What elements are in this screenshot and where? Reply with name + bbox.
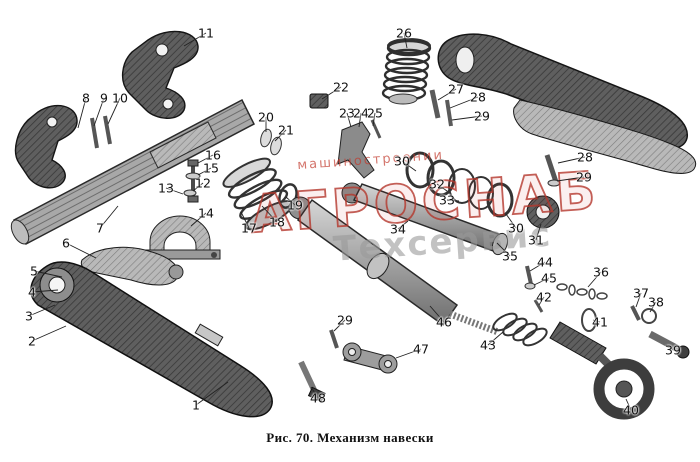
upper-pins <box>429 89 453 127</box>
right-small-parts <box>524 265 690 359</box>
mid-shaft <box>341 182 509 256</box>
top-spring <box>381 38 432 105</box>
lift-levers <box>437 33 697 174</box>
middle-spring <box>222 157 298 231</box>
right-pin-washer <box>544 154 561 187</box>
leader-lines <box>28 32 674 411</box>
lower-link <box>288 196 459 327</box>
link-and-bolts <box>298 329 398 403</box>
mounting-brackets <box>14 30 199 189</box>
lower-arm <box>30 246 273 418</box>
ring-stack <box>405 151 560 229</box>
turnbuckle-assembly <box>448 310 655 420</box>
chain <box>556 283 608 300</box>
bolt-and-washers <box>183 159 201 203</box>
watermark: машиностроении АГРОСНАБ Техсервис <box>248 148 602 270</box>
figure-caption: Рис. 70. Механизм навески <box>266 430 434 445</box>
small-washers <box>260 128 282 156</box>
splined-shaft <box>10 98 255 246</box>
